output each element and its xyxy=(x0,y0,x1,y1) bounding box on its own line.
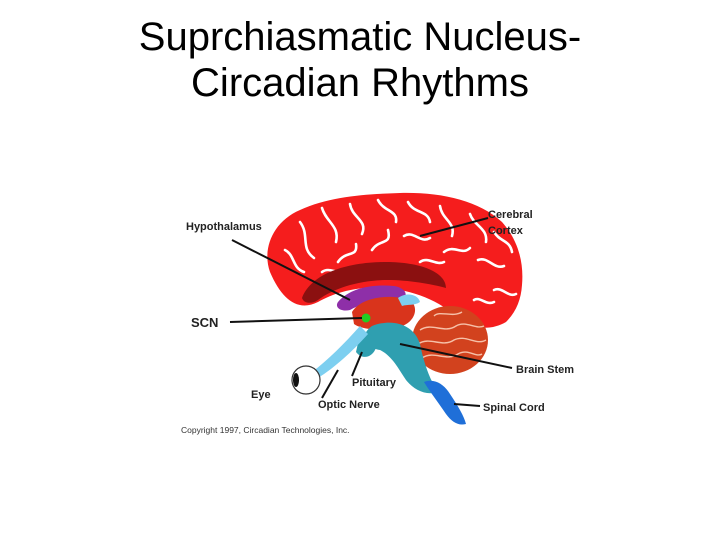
scn-leader xyxy=(229,317,363,323)
label-pituitary: Pituitary xyxy=(352,377,397,389)
title-line-2: Circadian Rhythms xyxy=(191,61,529,105)
brain-stem-leader xyxy=(399,343,513,369)
brain-stem-shape xyxy=(364,322,438,394)
ventricle-shape xyxy=(398,294,420,306)
label-brain-stem: Brain Stem xyxy=(516,364,574,376)
pituitary-leader xyxy=(351,351,363,377)
label-hypothalamus: Hypothalamus xyxy=(186,221,262,233)
optic-nerve-leader xyxy=(321,369,339,399)
slide-title: Suprchiasmatic Nucleus- Circadian Rhythm… xyxy=(0,14,720,106)
label-scn: SCN xyxy=(191,315,218,330)
cerebral-cortex-leader xyxy=(419,217,489,237)
inner-brain-region xyxy=(302,262,446,303)
leader-lines xyxy=(229,217,513,407)
hypothalamus-shape xyxy=(336,285,406,311)
scn-dot xyxy=(361,313,371,323)
label-cerebral-cortex-1: Cerebral xyxy=(488,209,533,221)
cerebellum-shape xyxy=(412,306,488,374)
cerebellum-folds xyxy=(417,311,487,359)
hypothalamus-leader xyxy=(231,239,351,301)
title-line-1: Suprchiasmatic Nucleus- xyxy=(138,15,582,59)
spinal-cord-leader xyxy=(453,403,481,407)
label-eye: Eye xyxy=(251,389,271,401)
optic-nerve-shape xyxy=(312,326,368,378)
copyright-text: Copyright 1997, Circadian Technologies, … xyxy=(181,425,350,435)
eye-shape xyxy=(291,365,321,395)
label-optic-nerve: Optic Nerve xyxy=(318,399,380,411)
eye-pupil xyxy=(293,373,299,387)
label-cerebral-cortex-2: Cortex xyxy=(488,225,524,237)
label-spinal-cord: Spinal Cord xyxy=(483,402,545,414)
spinal-cord-shape xyxy=(424,380,466,425)
